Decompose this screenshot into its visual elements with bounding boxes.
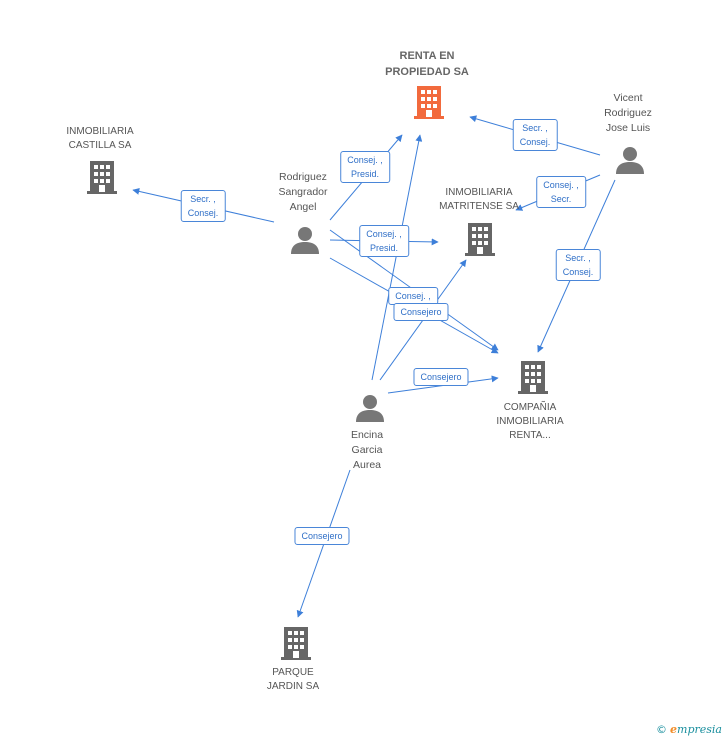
node-label-parque[interactable]: PARQUE JARDIN SA xyxy=(266,667,320,692)
building-icon-parque[interactable] xyxy=(280,626,312,660)
node-label-compania[interactable]: COMPAÑIA INMOBILIARIA RENTA... xyxy=(496,402,564,441)
edge-label-vicent-renta[interactable]: Secr. , Consej. xyxy=(512,119,558,151)
edge-encina-renta xyxy=(371,134,423,381)
person-icon-encina[interactable] xyxy=(355,393,385,423)
node-label-matritense[interactable]: INMOBILIARIA MATRITENSE SA xyxy=(439,187,519,212)
building-icon-renta[interactable] xyxy=(413,85,445,119)
node-label-vicent[interactable]: Vicent Rodriguez Jose Luis xyxy=(604,92,652,134)
edge-label-vicent-matritense[interactable]: Consej. , Secr. xyxy=(536,176,586,208)
brand-name: mpresia xyxy=(677,723,722,736)
edge-label-vicent-compania[interactable]: Secr. , Consej. xyxy=(555,249,601,281)
node-label-renta[interactable]: RENTA EN PROPIEDAD SA xyxy=(385,50,469,78)
edge-label-rodriguez-castilla[interactable]: Secr. , Consej. xyxy=(180,190,226,222)
edge-label-rodriguez-compania-2[interactable]: Consejero xyxy=(393,303,449,321)
edge-label-rodriguez-matritense[interactable]: Consej. , Presid. xyxy=(359,225,409,257)
edge-label-encina-parque[interactable]: Consejero xyxy=(294,527,350,545)
building-icon-castilla[interactable] xyxy=(86,160,118,194)
brand-initial: e xyxy=(670,723,678,736)
person-icon-rodriguez[interactable] xyxy=(290,225,320,255)
copyright-icon: © xyxy=(656,723,668,736)
person-icon-vicent[interactable] xyxy=(615,145,645,175)
node-label-rodriguez[interactable]: Rodriguez Sangrador Angel xyxy=(278,171,328,213)
edge-label-encina-compania[interactable]: Consejero xyxy=(413,368,469,386)
node-label-castilla[interactable]: INMOBILIARIA CASTILLA SA xyxy=(66,126,134,151)
brand-watermark: ©empresia xyxy=(656,723,722,736)
building-icon-matritense[interactable] xyxy=(464,222,496,256)
edge-label-rodriguez-renta[interactable]: Consej. , Presid. xyxy=(340,151,390,183)
building-icon-compania[interactable] xyxy=(517,360,549,394)
node-label-encina[interactable]: Encina Garcia Aurea xyxy=(350,429,384,471)
